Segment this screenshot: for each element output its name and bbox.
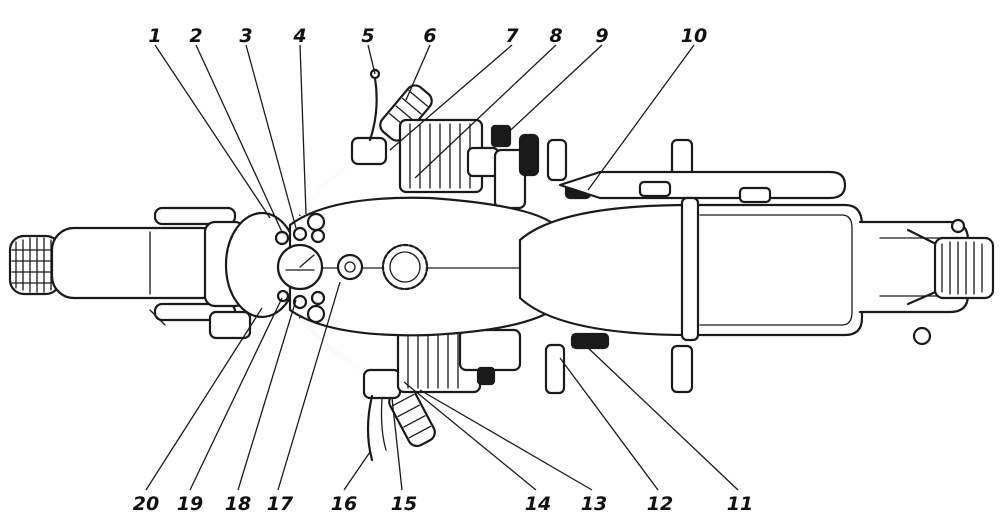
right-grip-throttle: [350, 68, 433, 166]
speedometer: [276, 243, 324, 291]
leader-lines: [145, 44, 739, 491]
callout-3: 3: [239, 25, 252, 47]
callout-20: 20: [133, 493, 159, 515]
callout-6: 6: [423, 25, 436, 47]
rear-tire: [933, 236, 995, 300]
callout-13: 13: [581, 493, 607, 515]
lower-cylinder: [396, 328, 522, 394]
ignition-switch: [336, 253, 364, 281]
fuel-cap: [381, 243, 429, 291]
callout-19: 19: [177, 493, 203, 515]
front-fender: [50, 226, 226, 300]
callout-4: 4: [292, 25, 306, 47]
callout-10: 10: [681, 25, 707, 47]
callout-5: 5: [361, 25, 374, 47]
callout-labels: 1 2 3 4 5 6 7 8 9 10 11 12 13 14 15 16 1…: [133, 25, 753, 515]
upper-exhaust: [558, 170, 847, 200]
left-grip: [362, 368, 436, 462]
callout-14: 14: [525, 493, 551, 515]
callout-18: 18: [225, 493, 251, 515]
callout-7: 7: [505, 25, 519, 47]
callout-2: 2: [189, 25, 202, 47]
indicator-lamps: [274, 226, 326, 310]
callout-11: 11: [727, 493, 753, 515]
callout-16: 16: [331, 493, 357, 515]
callout-8: 8: [549, 25, 562, 47]
callout-1: 1: [148, 25, 161, 47]
callout-9: 9: [595, 25, 608, 47]
callout-15: 15: [391, 493, 417, 515]
callout-12: 12: [647, 493, 673, 515]
callout-17: 17: [267, 493, 294, 515]
